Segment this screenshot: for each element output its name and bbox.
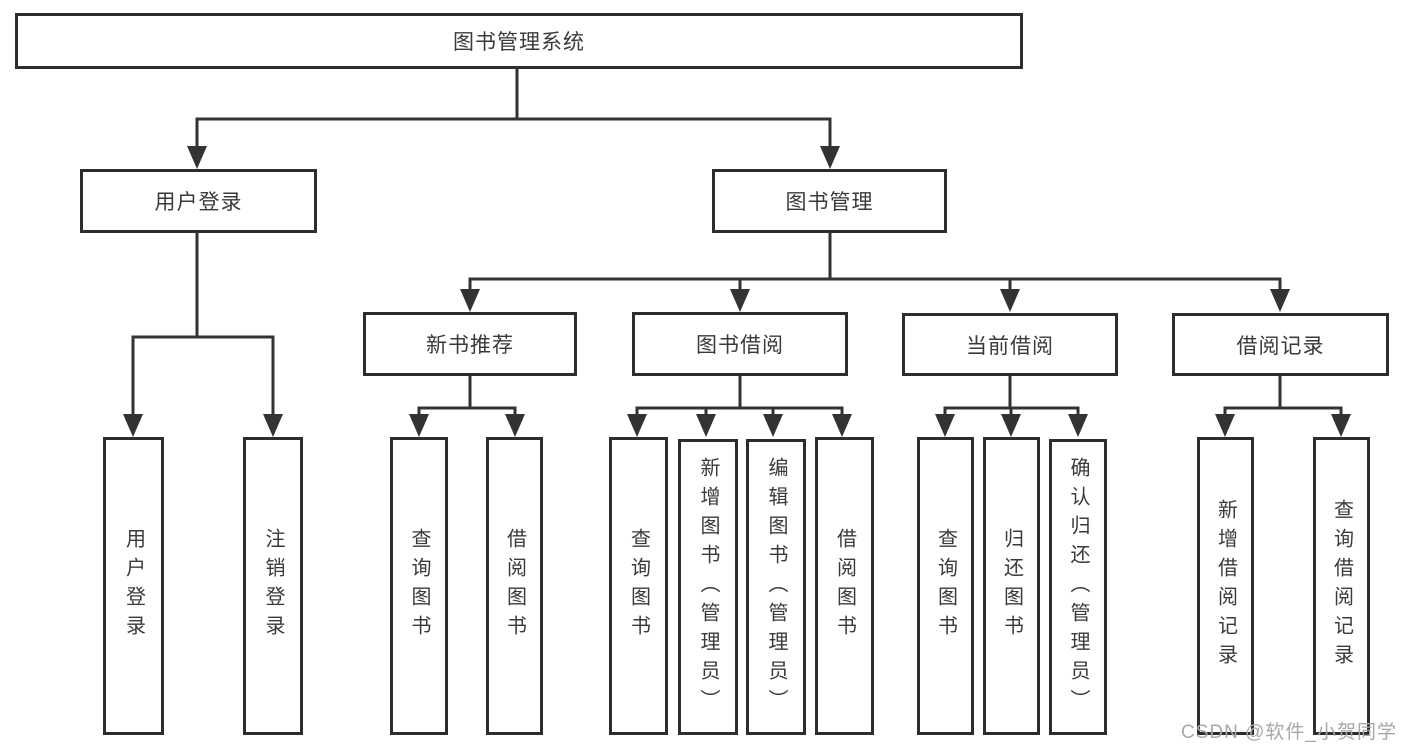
node-book-borrow-label: 图书借阅 [696, 334, 784, 357]
leaf-record-add-label: 新增借阅记录 [1214, 499, 1237, 673]
leaf-newbook-query: 查询图书 [390, 437, 448, 735]
node-book-borrow: 图书借阅 [632, 312, 848, 376]
leaf-borrow-add-admin-label: 新增图书（管理员） [697, 456, 719, 718]
watermark: CSDN @软件_小贺同学 [1181, 722, 1397, 743]
leaf-current-query: 查询图书 [917, 437, 974, 735]
node-current-borrow-label: 当前借阅 [966, 334, 1054, 358]
leaf-newbook-query-label: 查询图书 [408, 528, 430, 644]
node-new-book-recommend: 新书推荐 [363, 312, 577, 376]
node-new-book-recommend-label: 新书推荐 [426, 334, 514, 357]
leaf-logout: 注销登录 [243, 437, 303, 735]
leaf-borrow-query-label: 查询图书 [627, 528, 650, 644]
node-borrow-record: 借阅记录 [1172, 313, 1389, 376]
leaf-record-query-label: 查询借阅记录 [1330, 499, 1353, 673]
leaf-borrow-book-label: 借阅图书 [833, 528, 856, 644]
leaf-newbook-borrow: 借阅图书 [486, 437, 543, 735]
node-root-label: 图书管理系统 [453, 31, 585, 54]
node-root: 图书管理系统 [15, 13, 1023, 69]
leaf-newbook-borrow-label: 借阅图书 [503, 528, 526, 644]
leaf-borrow-query: 查询图书 [609, 437, 668, 735]
node-user-login: 用户登录 [80, 169, 317, 233]
leaf-user-login: 用户登录 [103, 437, 164, 735]
node-user-login-label: 用户登录 [154, 191, 243, 214]
leaf-current-confirm-admin-label: 确认归还（管理员） [1067, 456, 1089, 718]
node-book-management: 图书管理 [712, 169, 947, 233]
leaf-current-return: 归还图书 [983, 437, 1040, 735]
leaf-borrow-add-admin: 新增图书（管理员） [678, 439, 738, 735]
leaf-record-add: 新增借阅记录 [1197, 437, 1254, 735]
leaf-logout-label: 注销登录 [262, 528, 284, 644]
leaf-borrow-book: 借阅图书 [815, 437, 874, 735]
leaf-borrow-edit-admin-label: 编辑图书（管理员） [765, 456, 787, 718]
leaf-user-login-label: 用户登录 [122, 528, 145, 644]
leaf-current-return-label: 归还图书 [1000, 528, 1023, 644]
node-book-management-label: 图书管理 [785, 191, 874, 214]
leaf-current-confirm-admin: 确认归还（管理员） [1049, 439, 1107, 735]
leaf-borrow-edit-admin: 编辑图书（管理员） [746, 439, 806, 735]
node-borrow-record-label: 借阅记录 [1236, 334, 1325, 358]
leaf-current-query-label: 查询图书 [934, 528, 957, 644]
leaf-record-query: 查询借阅记录 [1313, 437, 1370, 735]
node-current-borrow: 当前借阅 [902, 313, 1118, 376]
